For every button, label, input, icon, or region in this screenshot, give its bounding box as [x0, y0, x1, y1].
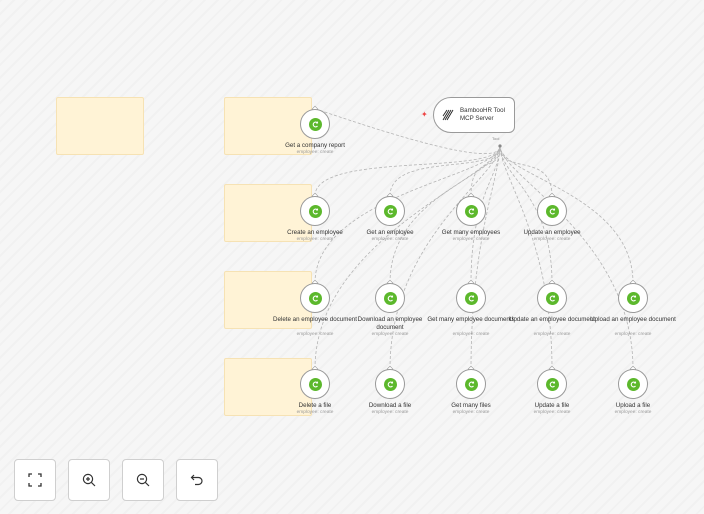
tool-node-label: Update an employee: [523, 229, 581, 236]
tool-node-get_many_employee_documents[interactable]: [456, 283, 486, 313]
connection-get_employee: [389, 145, 501, 197]
zoom-in-icon: [82, 473, 96, 487]
mcp-server-title: BambooHR Tool MCP Server: [460, 107, 505, 123]
connection-get_many_files: [470, 145, 501, 370]
sticky-note-row-1[interactable]: [224, 97, 312, 155]
connection-delete_employee_document: [314, 145, 501, 284]
tool-node-sublabel: employee: create: [533, 237, 571, 242]
connection-upload_file: [499, 145, 634, 370]
bamboohr-tool-icon: [626, 377, 640, 391]
tool-node-sublabel: employee: create: [296, 237, 334, 242]
connection-download_employee_document: [389, 145, 501, 284]
zoom-in-button[interactable]: [68, 459, 110, 501]
bamboohr-tool-icon: [545, 291, 559, 305]
tool-node-sublabel: employee: create: [296, 331, 334, 337]
mcp-server-title-line2: MCP Server: [460, 115, 494, 122]
undo-icon: [190, 474, 203, 486]
tool-node-label: Update a file: [534, 402, 570, 409]
connection-download_file: [389, 145, 501, 370]
bamboohr-tool-icon: [308, 291, 322, 305]
bamboohr-tool-icon: [308, 204, 322, 218]
mcp-server-node[interactable]: BambooHR Tool MCP Server: [433, 97, 515, 133]
sticky-note-left[interactable]: [56, 97, 144, 155]
tool-node-label: Get many files: [451, 402, 491, 409]
bamboohr-tool-icon: [383, 204, 397, 218]
tool-node-update_employee_document[interactable]: [537, 283, 567, 313]
bamboohr-logo-icon: [442, 109, 454, 121]
tool-node-sublabel: employee: create: [614, 331, 652, 337]
sticky-note-row-3[interactable]: [224, 271, 312, 329]
sticky-note-row-2[interactable]: [224, 184, 312, 242]
tool-node-get_many_files[interactable]: [456, 369, 486, 399]
tool-node-label: Get an employee: [366, 229, 414, 236]
tool-node-sublabel: employee: create: [371, 331, 409, 337]
tool-node-label: Delete a file: [298, 402, 332, 409]
tool-node-sublabel: employee: create: [452, 237, 490, 242]
tool-node-label: Update an employee document: [509, 316, 595, 323]
bamboohr-tool-icon: [308, 377, 322, 391]
mcp-tool-port[interactable]: [498, 144, 502, 148]
connection-upload_employee_document: [499, 145, 634, 284]
tool-node-sublabel: employee: create: [533, 410, 571, 415]
tool-node-get_many_employees[interactable]: [456, 196, 486, 226]
tool-node-download_employee_document[interactable]: [375, 283, 405, 313]
tool-node-sublabel: employee: create: [371, 237, 409, 242]
bamboohr-tool-icon: [383, 291, 397, 305]
tool-node-label: Upload an employee document: [590, 316, 676, 323]
tool-node-delete_employee_document[interactable]: [300, 283, 330, 313]
connection-company_report: [314, 108, 501, 154]
tool-node-delete_file[interactable]: [300, 369, 330, 399]
bamboohr-tool-icon: [464, 204, 478, 218]
tool-node-sublabel: employee: create: [452, 410, 490, 415]
sparkle-icon: ✦: [421, 110, 428, 119]
connection-get_many_employees: [470, 145, 501, 197]
connection-update_employee: [499, 145, 553, 197]
zoom-out-button[interactable]: [122, 459, 164, 501]
tool-node-upload_file[interactable]: [618, 369, 648, 399]
fit-view-icon: [28, 473, 42, 487]
tool-node-upload_employee_document[interactable]: [618, 283, 648, 313]
mcp-tool-port-label: Tool: [492, 136, 500, 141]
tool-node-label: Create an employee: [287, 229, 343, 236]
tool-node-create_employee[interactable]: [300, 196, 330, 226]
bamboohr-tool-icon: [545, 204, 559, 218]
bamboohr-tool-icon: [545, 377, 559, 391]
reset-zoom-button[interactable]: [176, 459, 218, 501]
tool-node-company_report[interactable]: [300, 109, 330, 139]
tool-node-sublabel: employee: create: [371, 410, 409, 415]
connection-update_file: [499, 145, 553, 370]
mcp-server-title-line1: BambooHR Tool: [460, 107, 505, 115]
tool-node-label: Delete an employee document: [273, 316, 357, 323]
tool-node-update_file[interactable]: [537, 369, 567, 399]
zoom-out-icon: [136, 473, 150, 487]
tool-node-sublabel: employee: create: [296, 150, 334, 155]
bamboohr-tool-icon: [464, 377, 478, 391]
connection-update_employee_document: [499, 145, 553, 284]
connection-create_employee: [314, 145, 501, 197]
tool-node-update_employee[interactable]: [537, 196, 567, 226]
tool-node-label: Download an employee document: [357, 316, 423, 331]
tool-node-download_file[interactable]: [375, 369, 405, 399]
fit-view-button[interactable]: [14, 459, 56, 501]
tool-node-label: Get a company report: [285, 142, 345, 149]
tool-node-get_employee[interactable]: [375, 196, 405, 226]
bamboohr-tool-icon: [383, 377, 397, 391]
connection-delete_file: [314, 145, 501, 370]
tool-node-label: Upload a file: [615, 402, 651, 409]
tool-node-label: Get many employee documents: [427, 316, 515, 323]
bamboohr-tool-icon: [308, 117, 322, 131]
tool-node-sublabel: employee: create: [452, 331, 490, 337]
tool-node-sublabel: employee: create: [296, 410, 334, 415]
tool-node-label: Download a file: [368, 402, 412, 409]
tool-node-label: Get many employees: [441, 229, 501, 236]
tool-node-sublabel: employee: create: [533, 331, 571, 337]
bamboohr-tool-icon: [464, 291, 478, 305]
bamboohr-tool-icon: [626, 291, 640, 305]
sticky-note-row-4[interactable]: [224, 358, 312, 416]
tool-node-sublabel: employee: create: [614, 410, 652, 415]
